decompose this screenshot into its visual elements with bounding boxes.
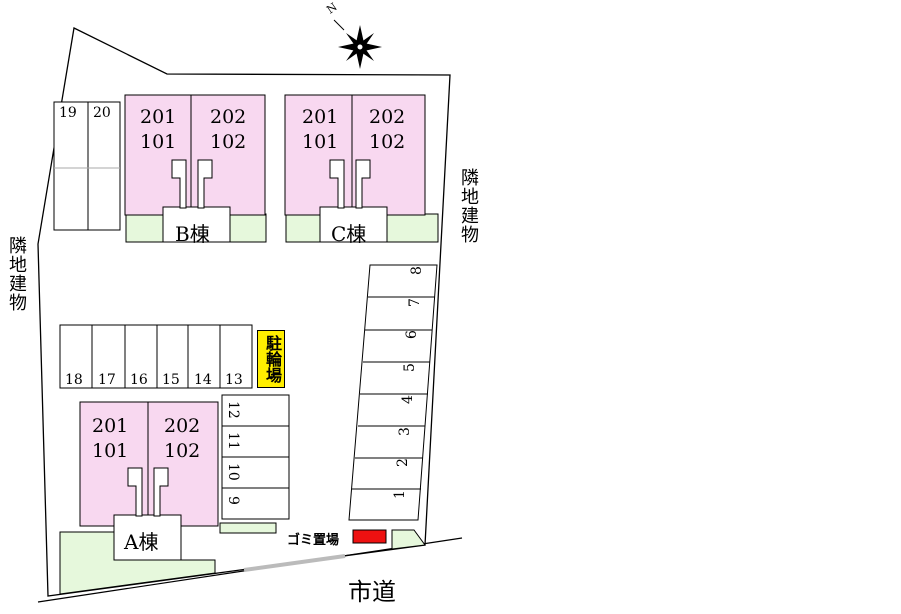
- bicycle-parking-label: 駐輪場: [257, 330, 285, 388]
- compass-rose-icon: [338, 25, 382, 69]
- parking-space-number: 1: [392, 490, 408, 499]
- unit-label: 101: [92, 440, 128, 462]
- unit-label: 102: [369, 131, 405, 153]
- neighbor-building-label-right: 隣地建物: [458, 168, 479, 244]
- parking-small-column: [221, 394, 290, 520]
- parking-space-number: 10: [225, 463, 241, 481]
- building-b: [124, 94, 267, 243]
- parking-space-number: 17: [98, 372, 116, 388]
- unit-label: 201: [92, 415, 128, 437]
- building-c-label: C棟: [331, 222, 366, 246]
- green-area-corner: [391, 529, 426, 550]
- parking-middle-row: [59, 324, 253, 389]
- parking-space-number: 14: [194, 372, 212, 388]
- parking-space-number: 18: [65, 372, 83, 388]
- unit-label: 201: [140, 106, 176, 128]
- unit-label: 202: [164, 415, 200, 437]
- garbage-station-marker: [352, 529, 387, 544]
- unit-label: 201: [302, 106, 338, 128]
- unit-label: 101: [140, 131, 176, 153]
- compass-needle-line: [333, 19, 345, 31]
- parking-space-number: 8: [409, 266, 425, 275]
- road-label: 市道: [348, 578, 396, 606]
- parking-right-column: [348, 264, 438, 521]
- building-b-label: B棟: [175, 222, 210, 246]
- parking-space-number: 7: [407, 298, 423, 307]
- unit-label: 102: [210, 131, 246, 153]
- parking-space-number: 4: [400, 395, 416, 404]
- parking-space-number: 13: [225, 372, 243, 388]
- building-a: [59, 401, 277, 595]
- building-a-label: A棟: [123, 530, 158, 554]
- parking-space-number: 5: [402, 363, 418, 372]
- parking-top-left: [53, 101, 121, 231]
- unit-label: 202: [210, 106, 246, 128]
- parking-space-number: 11: [225, 432, 241, 450]
- parking-space-number: 12: [225, 401, 241, 419]
- unit-label: 202: [369, 106, 405, 128]
- parking-space-number: 6: [404, 330, 420, 339]
- parking-space-number: 19: [59, 105, 77, 121]
- parking-space-number: 20: [93, 105, 111, 121]
- garbage-station-label: ゴミ置場: [287, 533, 340, 548]
- parking-space-number: 2: [395, 458, 411, 467]
- road-gray-segment: [243, 554, 346, 572]
- parking-space-number: 16: [130, 372, 148, 388]
- building-c: [284, 94, 439, 243]
- parking-space-number: 9: [225, 496, 241, 505]
- parking-space-number: 15: [162, 372, 180, 388]
- unit-label: 101: [302, 131, 338, 153]
- compass-north-letter: N: [324, 0, 340, 16]
- neighbor-building-label-left: 隣地建物: [6, 236, 27, 312]
- unit-label: 102: [164, 440, 200, 462]
- parking-space-number: 3: [397, 427, 413, 436]
